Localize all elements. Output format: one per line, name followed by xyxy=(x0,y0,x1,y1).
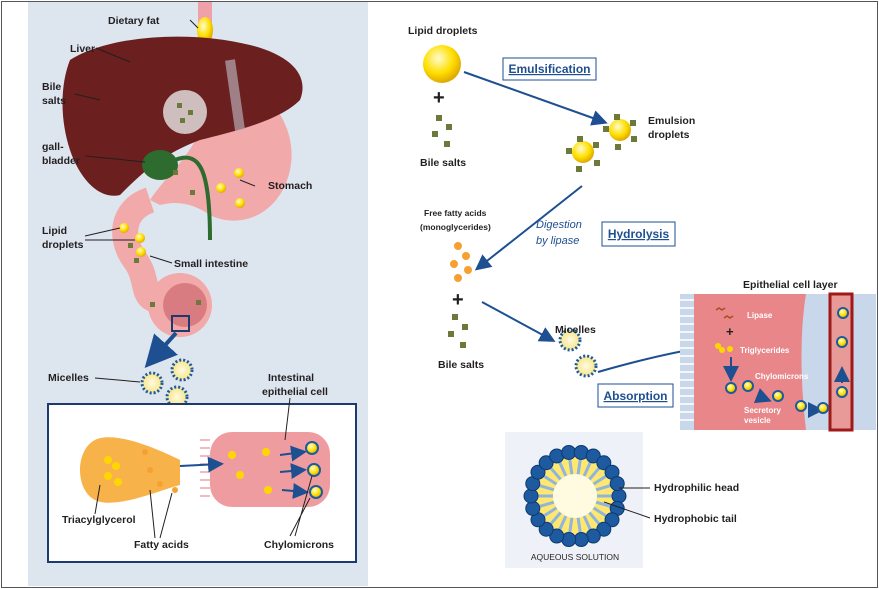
hydrophobic-tail xyxy=(595,500,612,509)
emulsification-arrow xyxy=(463,71,608,126)
label-lipid-droplets-1: Lipid xyxy=(42,225,67,237)
hydrophobic-tail xyxy=(538,500,555,509)
label-micelles-right: Micelles xyxy=(555,324,596,336)
hydrophobic-tail xyxy=(548,511,562,526)
hydrophilic-head xyxy=(596,455,612,471)
hydrophobic-tail xyxy=(542,474,558,486)
label-emulsion-1: Emulsion xyxy=(648,115,695,127)
label-lipase: Lipase xyxy=(747,311,773,320)
left-panel xyxy=(28,2,368,586)
right-panel: + + + xyxy=(423,45,876,568)
hydrophobic-tail xyxy=(576,458,582,475)
hydrophilic-head xyxy=(573,532,589,548)
hydrophobic-tail xyxy=(548,466,562,481)
hydrophilic-head xyxy=(523,488,539,504)
hydrophilic-head xyxy=(530,464,546,480)
hydrophobic-tail xyxy=(568,517,574,534)
label-liver: Liver xyxy=(70,43,95,55)
label-intestinal-1: Intestinal xyxy=(268,372,314,384)
label-lipid-droplets-right: Lipid droplets xyxy=(408,25,478,37)
svg-text:+: + xyxy=(726,324,734,339)
label-intestinal-2: epithelial cell xyxy=(262,386,328,398)
label-epithelial-layer: Epithelial cell layer xyxy=(743,279,838,291)
hydrophilic-head xyxy=(585,448,601,464)
hydrophobic-tail xyxy=(557,515,568,532)
digestion-arrow xyxy=(474,185,583,271)
label-bile-salts-2: salts xyxy=(42,95,66,107)
label-emulsification: Emulsification xyxy=(508,62,590,76)
label-ffa-1: Free fatty acids xyxy=(424,208,487,218)
label-micelles-left: Micelles xyxy=(48,372,89,384)
label-triacylglycerol: Triacylglycerol xyxy=(62,514,136,526)
hydrophobic-tail xyxy=(588,466,602,481)
label-hydrolysis: Hydrolysis xyxy=(608,227,670,241)
bile-salts-magnified xyxy=(163,90,207,134)
hydrophilic-head xyxy=(561,444,577,460)
zoom-box xyxy=(171,315,190,332)
blood-vessel xyxy=(828,292,854,432)
free-fatty-acids xyxy=(450,242,472,282)
hydrophobic-tail xyxy=(582,460,593,477)
lipid-droplet xyxy=(423,45,461,83)
label-dietary-fat: Dietary fat xyxy=(108,15,160,27)
hydrophilic-head xyxy=(611,488,627,504)
label-bile-salts-top: Bile salts xyxy=(420,157,466,169)
hydrophobic-tail xyxy=(588,511,602,526)
plus-icon-2: + xyxy=(452,289,464,311)
absorption-box xyxy=(597,383,674,408)
bile-salts-bottom xyxy=(448,314,468,348)
hydrophobic-tail xyxy=(557,460,568,477)
label-ffa-2: (monoglycerides) xyxy=(420,222,491,232)
label-hydrophilic-head: Hydrophilic head xyxy=(654,482,739,494)
hydrophobic-tail xyxy=(568,458,574,475)
hydrophobic-tail xyxy=(542,506,558,518)
label-fatty-acids: Fatty acids xyxy=(134,539,189,551)
hydrophilic-head xyxy=(549,528,565,544)
label-gallbladder-2: bladder xyxy=(42,155,80,167)
hydrophilic-head xyxy=(525,500,541,516)
left-micelles xyxy=(140,358,194,409)
hydrolysis-box xyxy=(601,221,676,247)
lumen-fat xyxy=(80,437,180,503)
label-digestion-2: by lipase xyxy=(536,235,579,247)
label-absorption: Absorption xyxy=(604,389,668,403)
label-secretory-1: Secretory xyxy=(744,406,781,415)
hydrophilic-head xyxy=(609,476,625,492)
label-chylomicrons-left: Chylomicrons xyxy=(264,539,334,551)
label-chylomicrons-right: Chylomicrons xyxy=(755,372,809,381)
hydrophilic-head xyxy=(604,512,620,528)
label-stomach: Stomach xyxy=(268,180,312,192)
hydrophilic-head xyxy=(538,455,554,471)
label-triglycerides: Triglycerides xyxy=(740,346,790,355)
label-aqueous-solution: AQUEOUS SOLUTION xyxy=(531,552,619,562)
label-hydrophobic-tail: Hydrophobic tail xyxy=(654,513,737,525)
hydrophobic-tail xyxy=(592,474,608,486)
emulsion-droplets xyxy=(566,114,637,172)
plus-icon: + xyxy=(433,87,445,109)
hydrophobic-tail xyxy=(576,517,582,534)
label-secretory-2: vesicle xyxy=(744,416,771,425)
hydrophobic-tail xyxy=(595,483,612,492)
label-emulsion-2: droplets xyxy=(648,129,690,141)
micelle-arrow xyxy=(481,301,556,342)
micelles-arrow xyxy=(144,331,178,368)
bile-salts-top xyxy=(432,115,452,147)
label-bile-salts-bottom: Bile salts xyxy=(438,359,484,371)
micelle-structure xyxy=(523,444,627,548)
hydrophobic-tail xyxy=(592,506,608,518)
label-small-intestine: Small intestine xyxy=(174,258,248,270)
hydrophilic-head xyxy=(538,521,554,537)
label-bile-salts-1: Bile xyxy=(42,81,61,93)
gallbladder xyxy=(142,150,178,180)
label-gallbladder-1: gall- xyxy=(42,141,64,153)
label-digestion-1: Digestion xyxy=(536,219,582,231)
label-lipid-droplets-2: droplets xyxy=(42,239,84,251)
right-micelles xyxy=(558,328,598,378)
hydrophilic-head xyxy=(596,521,612,537)
hydrophobic-tail xyxy=(538,483,555,492)
emulsification-box xyxy=(502,57,597,81)
hydrophobic-tail xyxy=(582,515,593,532)
dietary-fat-droplet xyxy=(197,17,213,43)
